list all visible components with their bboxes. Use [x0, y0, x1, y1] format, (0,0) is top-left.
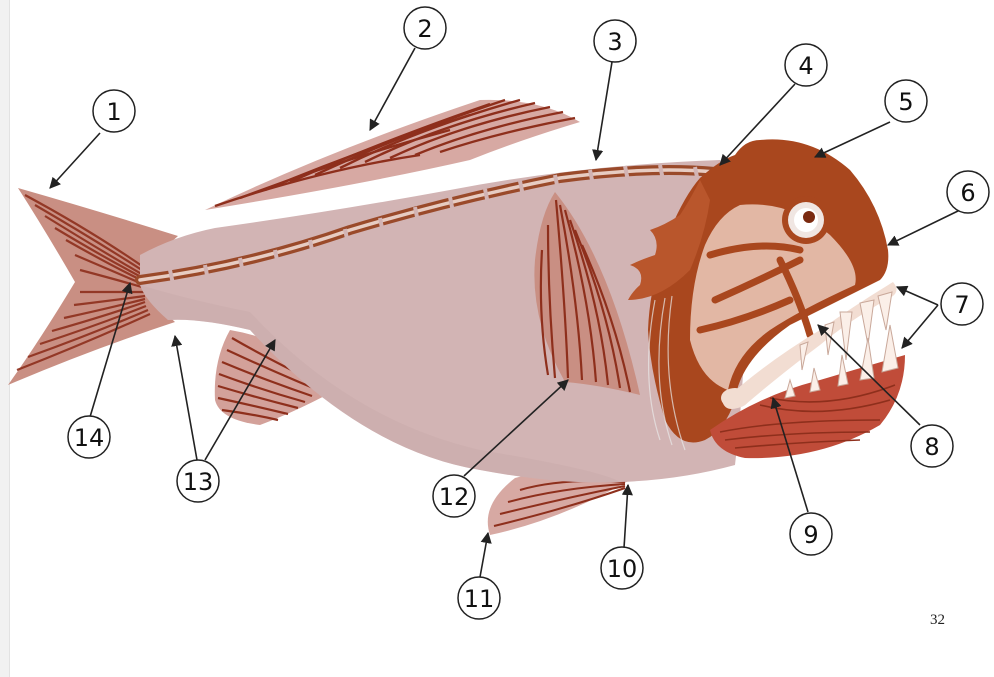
svg-text:3: 3 [607, 28, 622, 56]
callout-line-7a [897, 287, 938, 305]
callout-11: 11 [458, 577, 500, 619]
callout-line-10 [624, 485, 628, 548]
jaw-hinge [721, 388, 749, 408]
svg-text:1: 1 [106, 98, 121, 126]
callout-3: 3 [594, 20, 636, 62]
svg-text:11: 11 [464, 585, 495, 613]
svg-text:6: 6 [960, 179, 975, 207]
svg-text:5: 5 [898, 88, 913, 116]
callout-line-13a [175, 336, 197, 460]
callout-8: 8 [911, 425, 953, 467]
callout-12: 12 [433, 475, 475, 517]
callout-14: 14 [68, 416, 110, 458]
callout-7: 7 [941, 283, 983, 325]
page-number: 32 [930, 612, 945, 629]
svg-text:2: 2 [417, 15, 432, 43]
callout-5: 5 [885, 80, 927, 122]
callout-4: 4 [785, 44, 827, 86]
svg-text:7: 7 [954, 291, 969, 319]
svg-text:9: 9 [803, 521, 818, 549]
svg-text:10: 10 [607, 555, 638, 583]
svg-text:8: 8 [924, 433, 939, 461]
callout-1: 1 [93, 90, 135, 132]
callout-10: 10 [601, 547, 643, 589]
callout-line-1 [50, 133, 100, 188]
callout-line-5 [815, 122, 890, 157]
svg-text:14: 14 [74, 424, 105, 452]
callout-line-11 [480, 533, 488, 577]
svg-text:13: 13 [183, 468, 214, 496]
eye [782, 196, 830, 244]
callout-13: 13 [177, 460, 219, 502]
callout-6: 6 [947, 171, 989, 213]
svg-text:12: 12 [439, 483, 470, 511]
callout-line-7b [902, 305, 938, 348]
callout-2: 2 [404, 7, 446, 49]
callout-9: 9 [790, 513, 832, 555]
svg-text:4: 4 [798, 52, 813, 80]
callout-line-2 [370, 48, 415, 130]
callout-line-3 [596, 62, 612, 160]
callout-line-6 [888, 210, 960, 245]
